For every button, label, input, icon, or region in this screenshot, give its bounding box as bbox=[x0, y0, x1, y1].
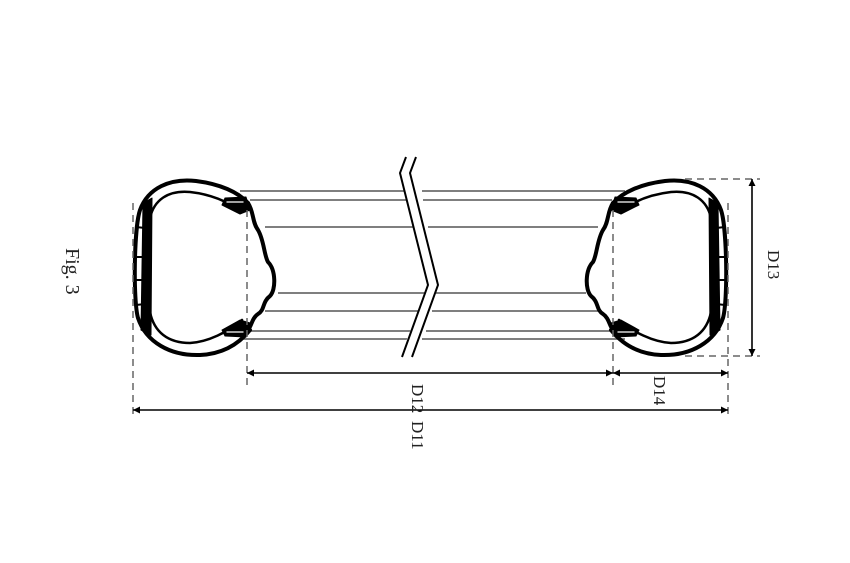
axle-lines-right bbox=[422, 190, 625, 340]
break-symbol bbox=[398, 156, 440, 358]
d13-label: D13 bbox=[764, 250, 783, 279]
right-tire bbox=[584, 178, 729, 358]
d12-label: D12 bbox=[408, 384, 427, 413]
dimension-arrows bbox=[133, 179, 756, 414]
d11-label: D11 bbox=[408, 421, 427, 450]
left-tire bbox=[132, 178, 277, 358]
axle-lines-left bbox=[240, 190, 428, 340]
d14-label: D14 bbox=[650, 376, 669, 406]
extension-lines bbox=[132, 178, 760, 416]
figure-label: Fig. 3 bbox=[61, 248, 83, 295]
